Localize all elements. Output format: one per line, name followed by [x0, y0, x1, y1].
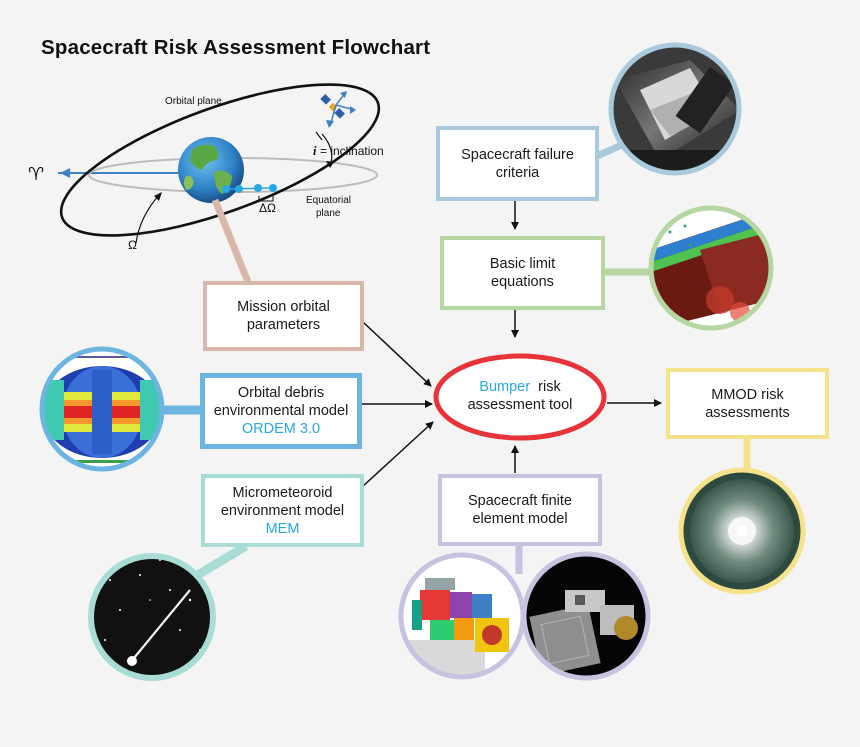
vernal-equinox-symbol: ♈	[28, 164, 44, 185]
orbital-plane-ellipse	[59, 83, 381, 237]
bumper-tool-ellipse	[433, 353, 607, 441]
bumper-name: Bumper	[479, 379, 531, 395]
mission-orbital-parameters-box: Mission orbital parameters	[203, 281, 364, 351]
micro-line-1: Micrometeoroid	[232, 484, 333, 501]
failure-line-1: Spacecraft failure	[461, 146, 574, 163]
mmod-line-2: assessments	[705, 404, 790, 421]
inclination-symbol: i	[313, 144, 317, 158]
mmod-line-1: MMOD risk	[711, 386, 784, 403]
micro-connector	[193, 542, 249, 580]
orbital-plane-label: Orbital plane	[165, 96, 222, 107]
bumper-tool-label: Bumper risk assessment tool	[432, 352, 608, 440]
arrow-micro-to-tool	[361, 421, 434, 488]
failure-connector	[595, 140, 626, 160]
page-title: Spacecraft Risk Assessment Flowchart	[41, 36, 431, 59]
spacecraft-mesh-image	[521, 551, 651, 681]
meteor-image	[88, 553, 216, 681]
failed-hardware-image	[608, 42, 742, 176]
ordem-label: ORDEM 3.0	[241, 421, 321, 437]
equatorial-label-2: plane	[316, 208, 341, 219]
spacecraft-failure-criteria-box: Spacecraft failure criteria	[436, 126, 599, 201]
delta-omega-label: ΔΩ	[259, 201, 276, 215]
mission-line-2: parameters	[246, 317, 321, 333]
basic-limit-equations-box: Basic limit equations	[440, 236, 605, 310]
mem-label: MEM	[265, 520, 300, 537]
satellite-icon	[320, 91, 356, 128]
omega-label: Ω	[128, 238, 137, 252]
orbit-diagram: Orbital plane i = inclination Equatorial…	[28, 83, 384, 252]
failure-line-2: criteria	[495, 164, 540, 181]
mission-connector	[211, 198, 252, 284]
inclination-label: = inclination	[320, 144, 384, 158]
debris-map-image	[39, 346, 165, 472]
limit-line-1: Basic limit	[489, 256, 556, 272]
spacecraft-fem-box: Spacecraft finite element model	[438, 474, 602, 546]
equatorial-label-1: Equatorial	[306, 195, 351, 206]
limit-line-2: equations	[491, 274, 554, 290]
bumper-risk-word: risk	[538, 379, 561, 395]
debris-line-1: Orbital debris	[237, 385, 325, 401]
micro-line-2: environment model	[220, 502, 345, 519]
vernal-arrowhead	[60, 168, 70, 178]
debris-line-2: environmental model	[213, 403, 349, 419]
fem-model-image	[398, 552, 526, 680]
mission-line-1: Mission orbital	[237, 299, 330, 315]
arrow-mission-to-tool	[362, 321, 432, 387]
mmod-risk-assessments-box: MMOD risk assessments	[666, 368, 829, 439]
fem-line-2: element model	[472, 511, 568, 527]
bumper-line-2: assessment tool	[467, 397, 573, 413]
orbital-debris-model-box: Orbital debris environmental model ORDEM…	[200, 373, 362, 449]
impact-simulation-image	[648, 205, 774, 331]
micrometeoroid-model-box: Micrometeoroid environment model MEM	[201, 474, 364, 547]
crater-image	[678, 467, 806, 595]
fem-line-1: Spacecraft finite	[468, 493, 572, 509]
